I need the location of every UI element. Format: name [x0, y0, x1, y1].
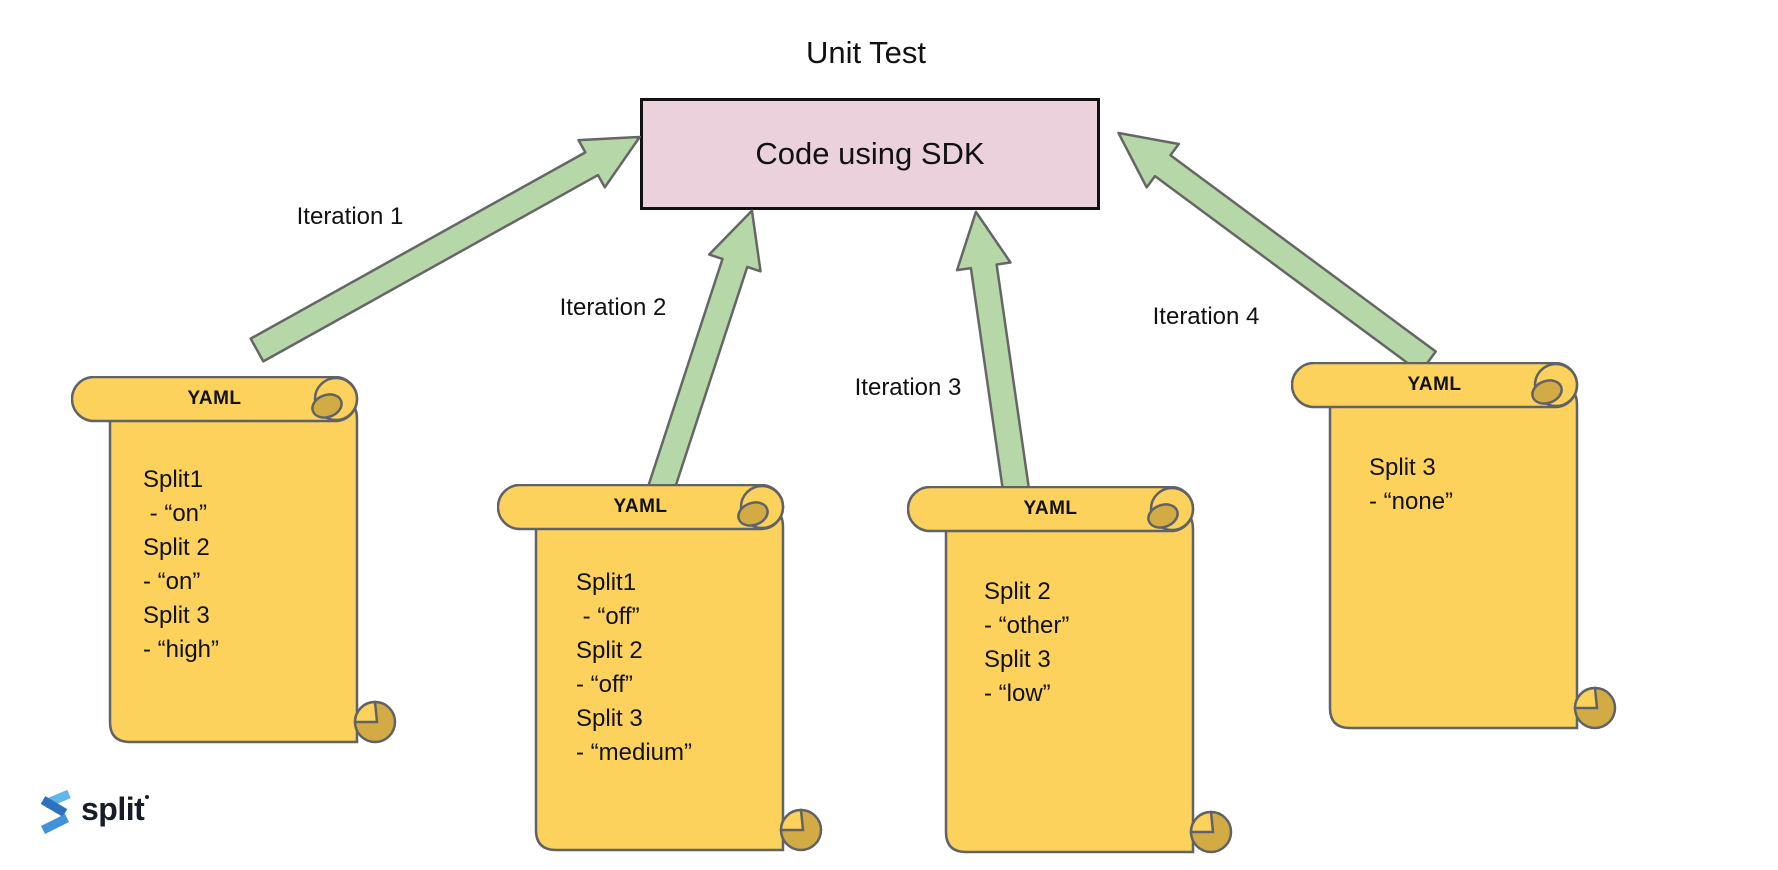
code-using-sdk-label: Code using SDK: [755, 136, 985, 171]
arrow-iteration-3: [955, 210, 1031, 494]
arrow-iteration-2: [646, 209, 762, 498]
split-logo: split: [36, 788, 150, 836]
split-logo-icon: [40, 789, 71, 835]
iteration-2-label: Iteration 2: [559, 294, 667, 321]
yaml-scroll-4-header: YAML: [1407, 374, 1462, 395]
iteration-1-label: Iteration 1: [296, 203, 404, 230]
yaml-scroll-1-graphic: [71, 376, 397, 744]
yaml-line: Split 3: [143, 602, 210, 629]
trademark-dot-icon: [145, 794, 150, 799]
yaml-line: Split 3: [984, 646, 1051, 673]
yaml-scroll-4-content: Split 3 - “none”: [1369, 451, 1453, 519]
yaml-scroll-3-graphic: [907, 486, 1233, 854]
split-logo-text: split: [81, 790, 150, 828]
yaml-scroll-1-header: YAML: [187, 388, 242, 409]
page-title: Unit Test: [805, 35, 927, 70]
yaml-scroll-3-header: YAML: [1023, 498, 1078, 519]
yaml-line: Split1: [143, 466, 204, 493]
yaml-line: - “off”: [576, 603, 640, 630]
arrow-iteration-4: [1117, 131, 1437, 374]
yaml-line: Split 2: [143, 534, 210, 561]
yaml-scroll-2-content: Split1 - “off” Split 2 - “off” Split 3 -…: [576, 566, 692, 770]
yaml-line: - “low”: [984, 680, 1051, 707]
code-using-sdk-box: Code using SDK: [640, 98, 1100, 210]
yaml-line: Split 3: [1369, 454, 1436, 481]
yaml-line: - “other”: [984, 612, 1070, 639]
yaml-scroll-4-graphic: [1291, 362, 1617, 730]
arrow-iteration-1: [249, 135, 641, 363]
iteration-3-label: Iteration 3: [854, 374, 962, 401]
yaml-line: Split 2: [576, 637, 643, 664]
yaml-line: Split 3: [576, 705, 643, 732]
yaml-scroll-2-header: YAML: [613, 496, 668, 517]
yaml-line: - “medium”: [576, 739, 693, 766]
yaml-scroll-3-content: Split 2 - “other” Split 3 - “low”: [984, 575, 1069, 711]
yaml-line: - “on”: [143, 500, 208, 527]
yaml-line: - “none”: [1369, 488, 1454, 515]
yaml-line: - “off”: [576, 671, 633, 698]
yaml-scroll-1-content: Split1 - “on” Split 2 - “on” Split 3 - “…: [143, 463, 219, 667]
iteration-4-label: Iteration 4: [1152, 303, 1260, 330]
yaml-line: Split1: [576, 569, 637, 596]
yaml-line: - “on”: [143, 568, 201, 595]
yaml-line: Split 2: [984, 578, 1051, 605]
yaml-line: - “high”: [143, 636, 220, 663]
split-logo-word: split: [81, 790, 145, 827]
